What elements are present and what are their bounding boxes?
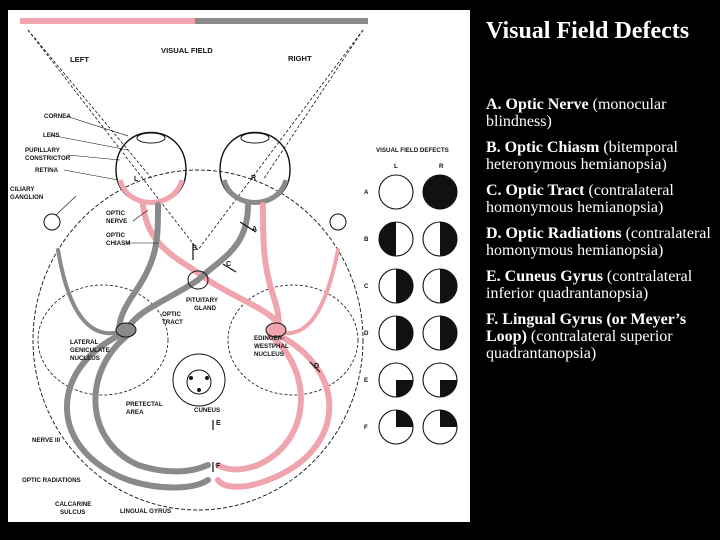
calcarine-sulcus-label-2: SULCUS (60, 509, 85, 516)
pituitary-gland (187, 270, 209, 290)
lesion-markers (192, 221, 321, 472)
right-eye-field-d (422, 315, 458, 351)
right-visual-field-bar (195, 18, 368, 24)
page-title: Visual Field Defects (486, 18, 690, 44)
list-item: F. Lingual Gyrus (or Meyer’s Loop) (cont… (486, 311, 687, 362)
field-projection-lines (27, 29, 364, 251)
lesion-c-mark: C (226, 261, 231, 268)
defects-text-panel: Visual Field Defects A. Optic Nerve (mon… (486, 18, 716, 371)
left-eye-field-c (378, 268, 414, 304)
defect-row-letter: C (364, 283, 369, 290)
defect-grid: A B C D E F (364, 174, 458, 445)
right-eye: R (219, 131, 291, 205)
defect-row-letter: E (364, 377, 368, 384)
ciliary-ganglion-label-1: CILIARY (10, 186, 35, 193)
left-field-label: LEFT (70, 55, 89, 64)
list-item: E. Cuneus Gyrus (contralateral inferior … (486, 268, 693, 302)
left-eye-field-a (378, 174, 414, 210)
leader-lines (49, 115, 158, 244)
visual-field-defects-header: VISUAL FIELD DEFECTS (376, 147, 449, 154)
pretectal-area-label-2: AREA (126, 409, 144, 416)
lateral-geniculate-label-1: LATERAL (70, 339, 99, 346)
defects-col-r: R (439, 163, 444, 170)
pupillary-constrictor-label-2: CONSTRICTOR (25, 155, 71, 162)
cuneus-label: CUNEUS (194, 407, 220, 414)
left-eye-field-f (378, 409, 414, 445)
right-eye-field-c (422, 268, 458, 304)
left-thalamus-outline (37, 284, 169, 396)
optic-tract-label-2: TRACT (162, 319, 183, 326)
lens-label: LENS (43, 132, 60, 139)
pretectal-area-label-1: PRETECTAL (126, 401, 163, 408)
brain-outline (32, 169, 364, 511)
left-eye-field-d (378, 315, 414, 351)
visual-field-label: VISUAL FIELD (161, 46, 213, 55)
lesion-a-mark: A (252, 226, 257, 233)
right-eye-field-e (422, 362, 458, 398)
optic-chiasm-label-2: CHIASM (106, 240, 130, 247)
right-lateral-geniculate-nucleus (265, 322, 287, 338)
calcarine-sulcus-label-1: CALCARINE (55, 501, 91, 508)
left-eye-field-e (378, 362, 414, 398)
defect-row-letter: A (364, 189, 369, 196)
pupillary-constrictor-label-1: PUPILLARY (25, 147, 61, 154)
visual-pathway-diagram: LEFT VISUAL FIELD RIGHT L R (10, 18, 458, 516)
right-thalamus-outline (227, 284, 359, 396)
lateral-geniculate-label-3: NUCLEUS (70, 355, 100, 362)
lesion-f-mark: F (216, 463, 221, 470)
optic-nerve-label-1: OPTIC (106, 210, 125, 217)
optic-radiations-label: OPTIC RADIATIONS (22, 477, 81, 484)
edinger-westphal-label-2: WESTPHAL (254, 343, 289, 350)
lingual-gyrus-label: LINGUAL GYRUS (120, 508, 171, 515)
pituitary-gland-label-2: GLAND (194, 305, 217, 312)
list-item: D. Optic Radiations (contralateral homon… (486, 225, 711, 259)
left-lateral-geniculate-nucleus (115, 322, 137, 338)
left-visual-field-bar (20, 18, 195, 24)
left-eye-label: L (134, 176, 139, 183)
right-eye-label: R (251, 175, 256, 182)
pituitary-gland-label-1: PITUITARY (186, 297, 219, 304)
ciliary-ganglion-label-2: GANGLION (10, 194, 44, 201)
defects-col-l: L (394, 163, 398, 170)
right-eye-field-f (422, 409, 458, 445)
right-field-label: RIGHT (288, 54, 312, 63)
lesion-b-mark: B (192, 245, 197, 252)
left-eye-field-b (378, 221, 414, 257)
edinger-westphal-label-3: NUCLEUS (254, 351, 284, 358)
optic-tract-label-1: OPTIC (162, 311, 181, 318)
left-eye: L (115, 131, 187, 205)
edinger-westphal-label-1: EDINGER- (254, 335, 284, 342)
midbrain-section (172, 353, 226, 407)
left-ciliary-ganglion (43, 213, 61, 231)
lesion-e-mark: E (216, 420, 221, 427)
right-eye-field-a (422, 174, 458, 210)
list-item: C. Optic Tract (contralateral homonymous… (486, 182, 674, 216)
optic-chiasm-label-1: OPTIC (106, 232, 125, 239)
list-item: A. Optic Nerve (monocular blindness) (486, 96, 667, 130)
right-eye-field-b (422, 221, 458, 257)
lateral-geniculate-label-2: GENICULATE (70, 347, 110, 354)
defect-row-letter: D (364, 330, 369, 337)
retina-label: RETINA (35, 167, 59, 174)
visual-pathway-figure: LEFT VISUAL FIELD RIGHT L R (8, 10, 470, 522)
list-item: B. Optic Chiasm (bitemporal heteronymous… (486, 139, 678, 173)
lesion-d-mark: D (314, 363, 319, 370)
optic-nerve-label-2: NERVE (106, 218, 127, 225)
defect-row-letter: F (364, 424, 368, 431)
right-ciliary-ganglion (329, 213, 347, 231)
defect-row-letter: B (364, 236, 369, 243)
defect-list: A. Optic Nerve (monocular blindness) B. … (486, 96, 716, 362)
nerve-iii-label: NERVE III (32, 437, 60, 444)
cornea-label: CORNEA (44, 113, 71, 120)
